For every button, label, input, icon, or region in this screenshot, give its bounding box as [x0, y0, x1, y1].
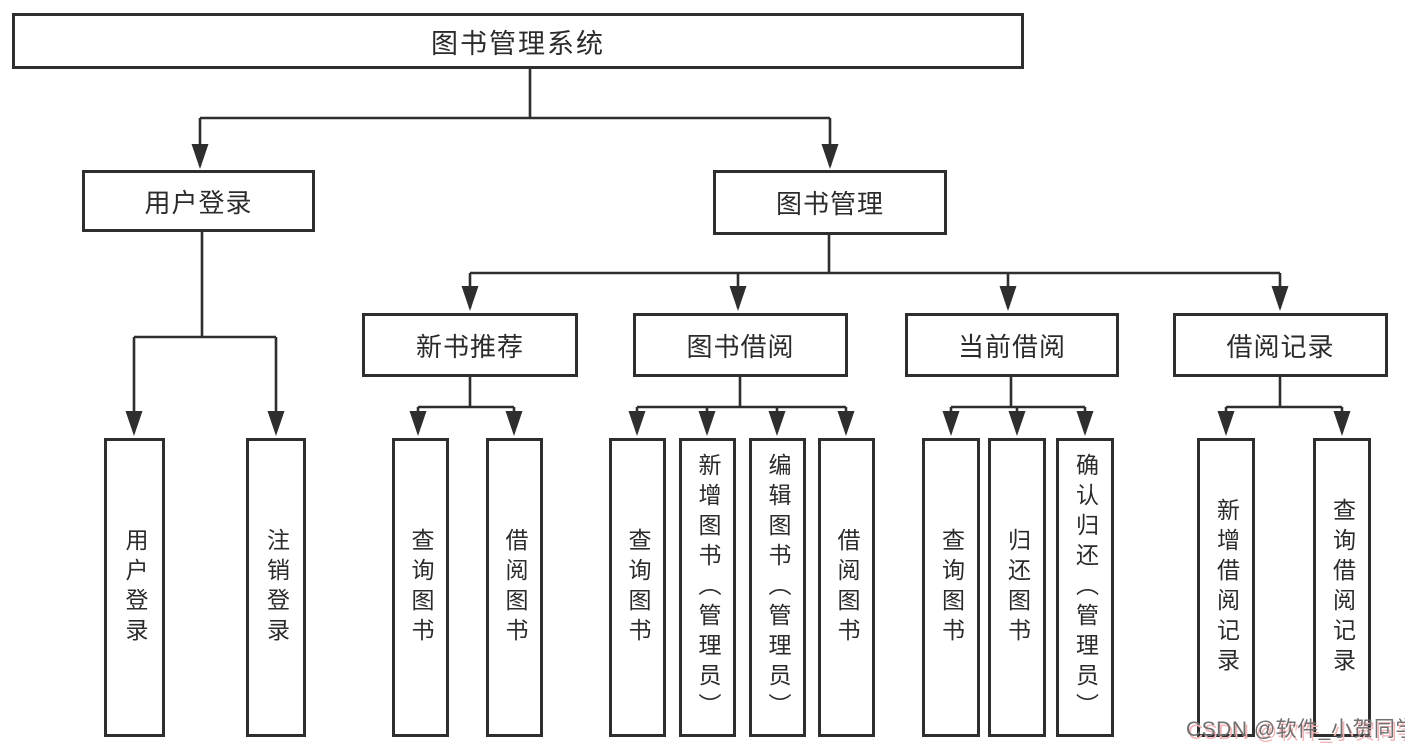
leaf-query-borrow-record: 查询借阅记录: [1313, 438, 1371, 737]
node-library-management-system: 图书管理系统: [12, 13, 1024, 69]
leaf-borrow-books-recommend: 借阅图书: [486, 438, 543, 737]
node-label: 图书管理: [775, 189, 884, 219]
leaf-borrow-books: 借阅图书: [818, 438, 875, 737]
leaf-label: 确认归还（管理员）: [1072, 452, 1099, 723]
node-label: 当前借阅: [957, 331, 1066, 362]
node-label: 图书借阅: [686, 331, 795, 362]
leaf-label: 编辑图书（管理员）: [765, 452, 791, 723]
node-current-borrowing: 当前借阅: [905, 313, 1119, 377]
watermark: CSDN @软件_小贺同学: [1186, 718, 1405, 741]
node-borrowing-records: 借阅记录: [1173, 313, 1388, 377]
leaf-label: 查询图书: [938, 527, 965, 648]
node-label: 用户登录: [144, 187, 253, 218]
node-label: 新书推荐: [415, 331, 524, 362]
node-book-management: 图书管理: [713, 170, 947, 235]
leaf-edit-book-admin: 编辑图书（管理员）: [749, 438, 806, 737]
leaf-user-login: 用户登录: [104, 438, 165, 737]
node-new-book-recommendation: 新书推荐: [362, 313, 578, 377]
node-user-login: 用户登录: [82, 170, 315, 232]
leaf-label: 新增借阅记录: [1213, 497, 1240, 678]
leaf-return-books: 归还图书: [988, 438, 1046, 737]
leaf-query-books-recommend: 查询图书: [392, 438, 449, 737]
leaf-label: 注销登录: [263, 527, 290, 648]
node-label: 借阅记录: [1226, 331, 1335, 362]
node-label: 图书管理系统: [431, 28, 605, 59]
leaf-confirm-return-admin: 确认归还（管理员）: [1056, 438, 1114, 737]
leaf-label: 借阅图书: [502, 527, 528, 648]
arrowheads: [125, 144, 1351, 436]
leaf-label: 新增图书（管理员）: [695, 452, 721, 723]
node-book-borrowing: 图书借阅: [633, 313, 848, 377]
leaf-logout: 注销登录: [246, 438, 306, 737]
leaf-label: 查询借阅记录: [1329, 497, 1356, 678]
leaf-label: 查询图书: [625, 527, 651, 648]
leaf-label: 借阅图书: [834, 527, 860, 648]
leaf-add-book-admin: 新增图书（管理员）: [679, 438, 736, 737]
leaf-query-books-borrowing: 查询图书: [609, 438, 666, 737]
leaf-add-borrow-record: 新增借阅记录: [1197, 438, 1255, 737]
leaf-label: 归还图书: [1004, 527, 1031, 648]
leaf-label: 查询图书: [408, 527, 434, 648]
leaf-label: 用户登录: [122, 527, 148, 648]
leaf-query-books-current: 查询图书: [922, 438, 980, 737]
